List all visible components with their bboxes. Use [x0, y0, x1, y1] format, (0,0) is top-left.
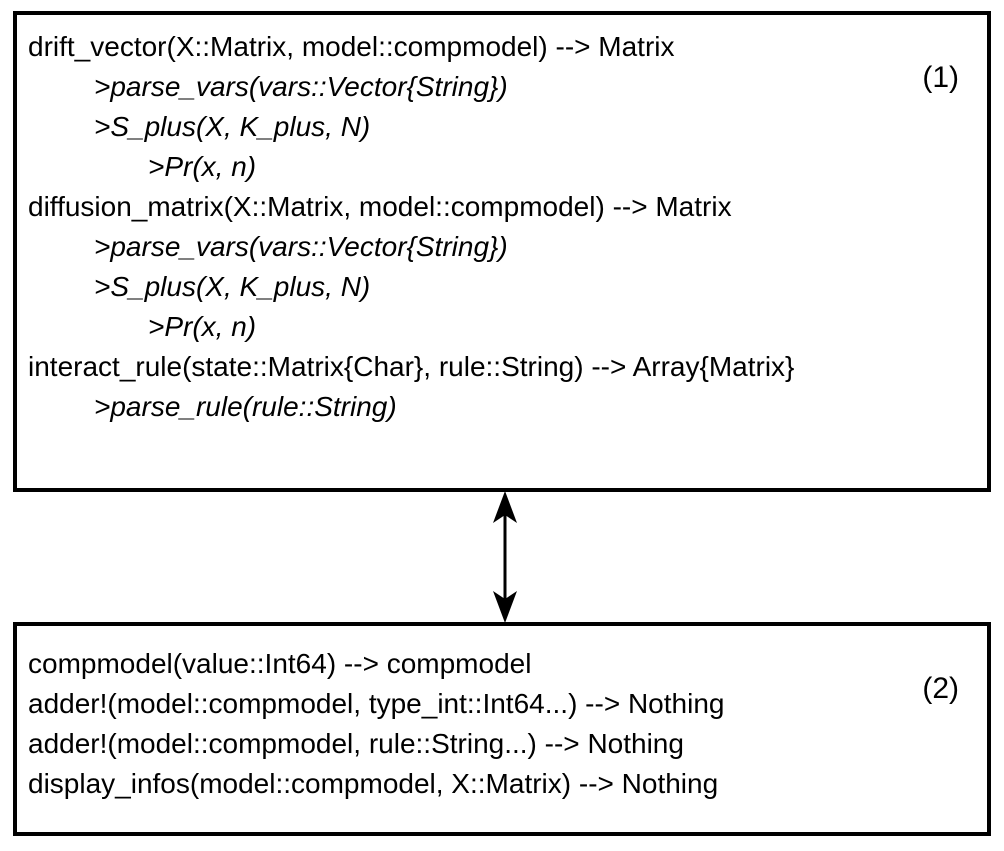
signature-line: >Pr(x, n)	[148, 151, 257, 182]
signature-line: >S_plus(X, K_plus, N)	[94, 271, 371, 302]
signature-line: display_infos(model::compmodel, X::Matri…	[28, 768, 719, 799]
double-arrow-icon	[493, 491, 517, 623]
signature-line: >S_plus(X, K_plus, N)	[94, 111, 371, 142]
signature-line: drift_vector(X::Matrix, model::compmodel…	[28, 31, 675, 62]
signature-line: diffusion_matrix(X::Matrix, model::compm…	[28, 191, 732, 222]
signature-line: compmodel(value::Int64) --> compmodel	[28, 648, 532, 679]
bidirectional-arrow	[480, 490, 530, 624]
box2-label: (2)	[922, 672, 959, 705]
signature-line: >parse_vars(vars::Vector{String})	[94, 71, 508, 102]
signature-line: >parse_rule(rule::String)	[94, 391, 397, 422]
signature-line: >Pr(x, n)	[148, 311, 257, 342]
signature-line: interact_rule(state::Matrix{Char}, rule:…	[28, 351, 795, 382]
signature-line: >parse_vars(vars::Vector{String})	[94, 231, 508, 262]
signature-line: adder!(model::compmodel, rule::String...…	[28, 728, 684, 759]
function-box-1: drift_vector(X::Matrix, model::compmodel…	[13, 11, 991, 492]
signature-list-1: drift_vector(X::Matrix, model::compmodel…	[28, 27, 907, 427]
signature-line: adder!(model::compmodel, type_int::Int64…	[28, 688, 725, 719]
box1-label: (1)	[922, 61, 959, 94]
